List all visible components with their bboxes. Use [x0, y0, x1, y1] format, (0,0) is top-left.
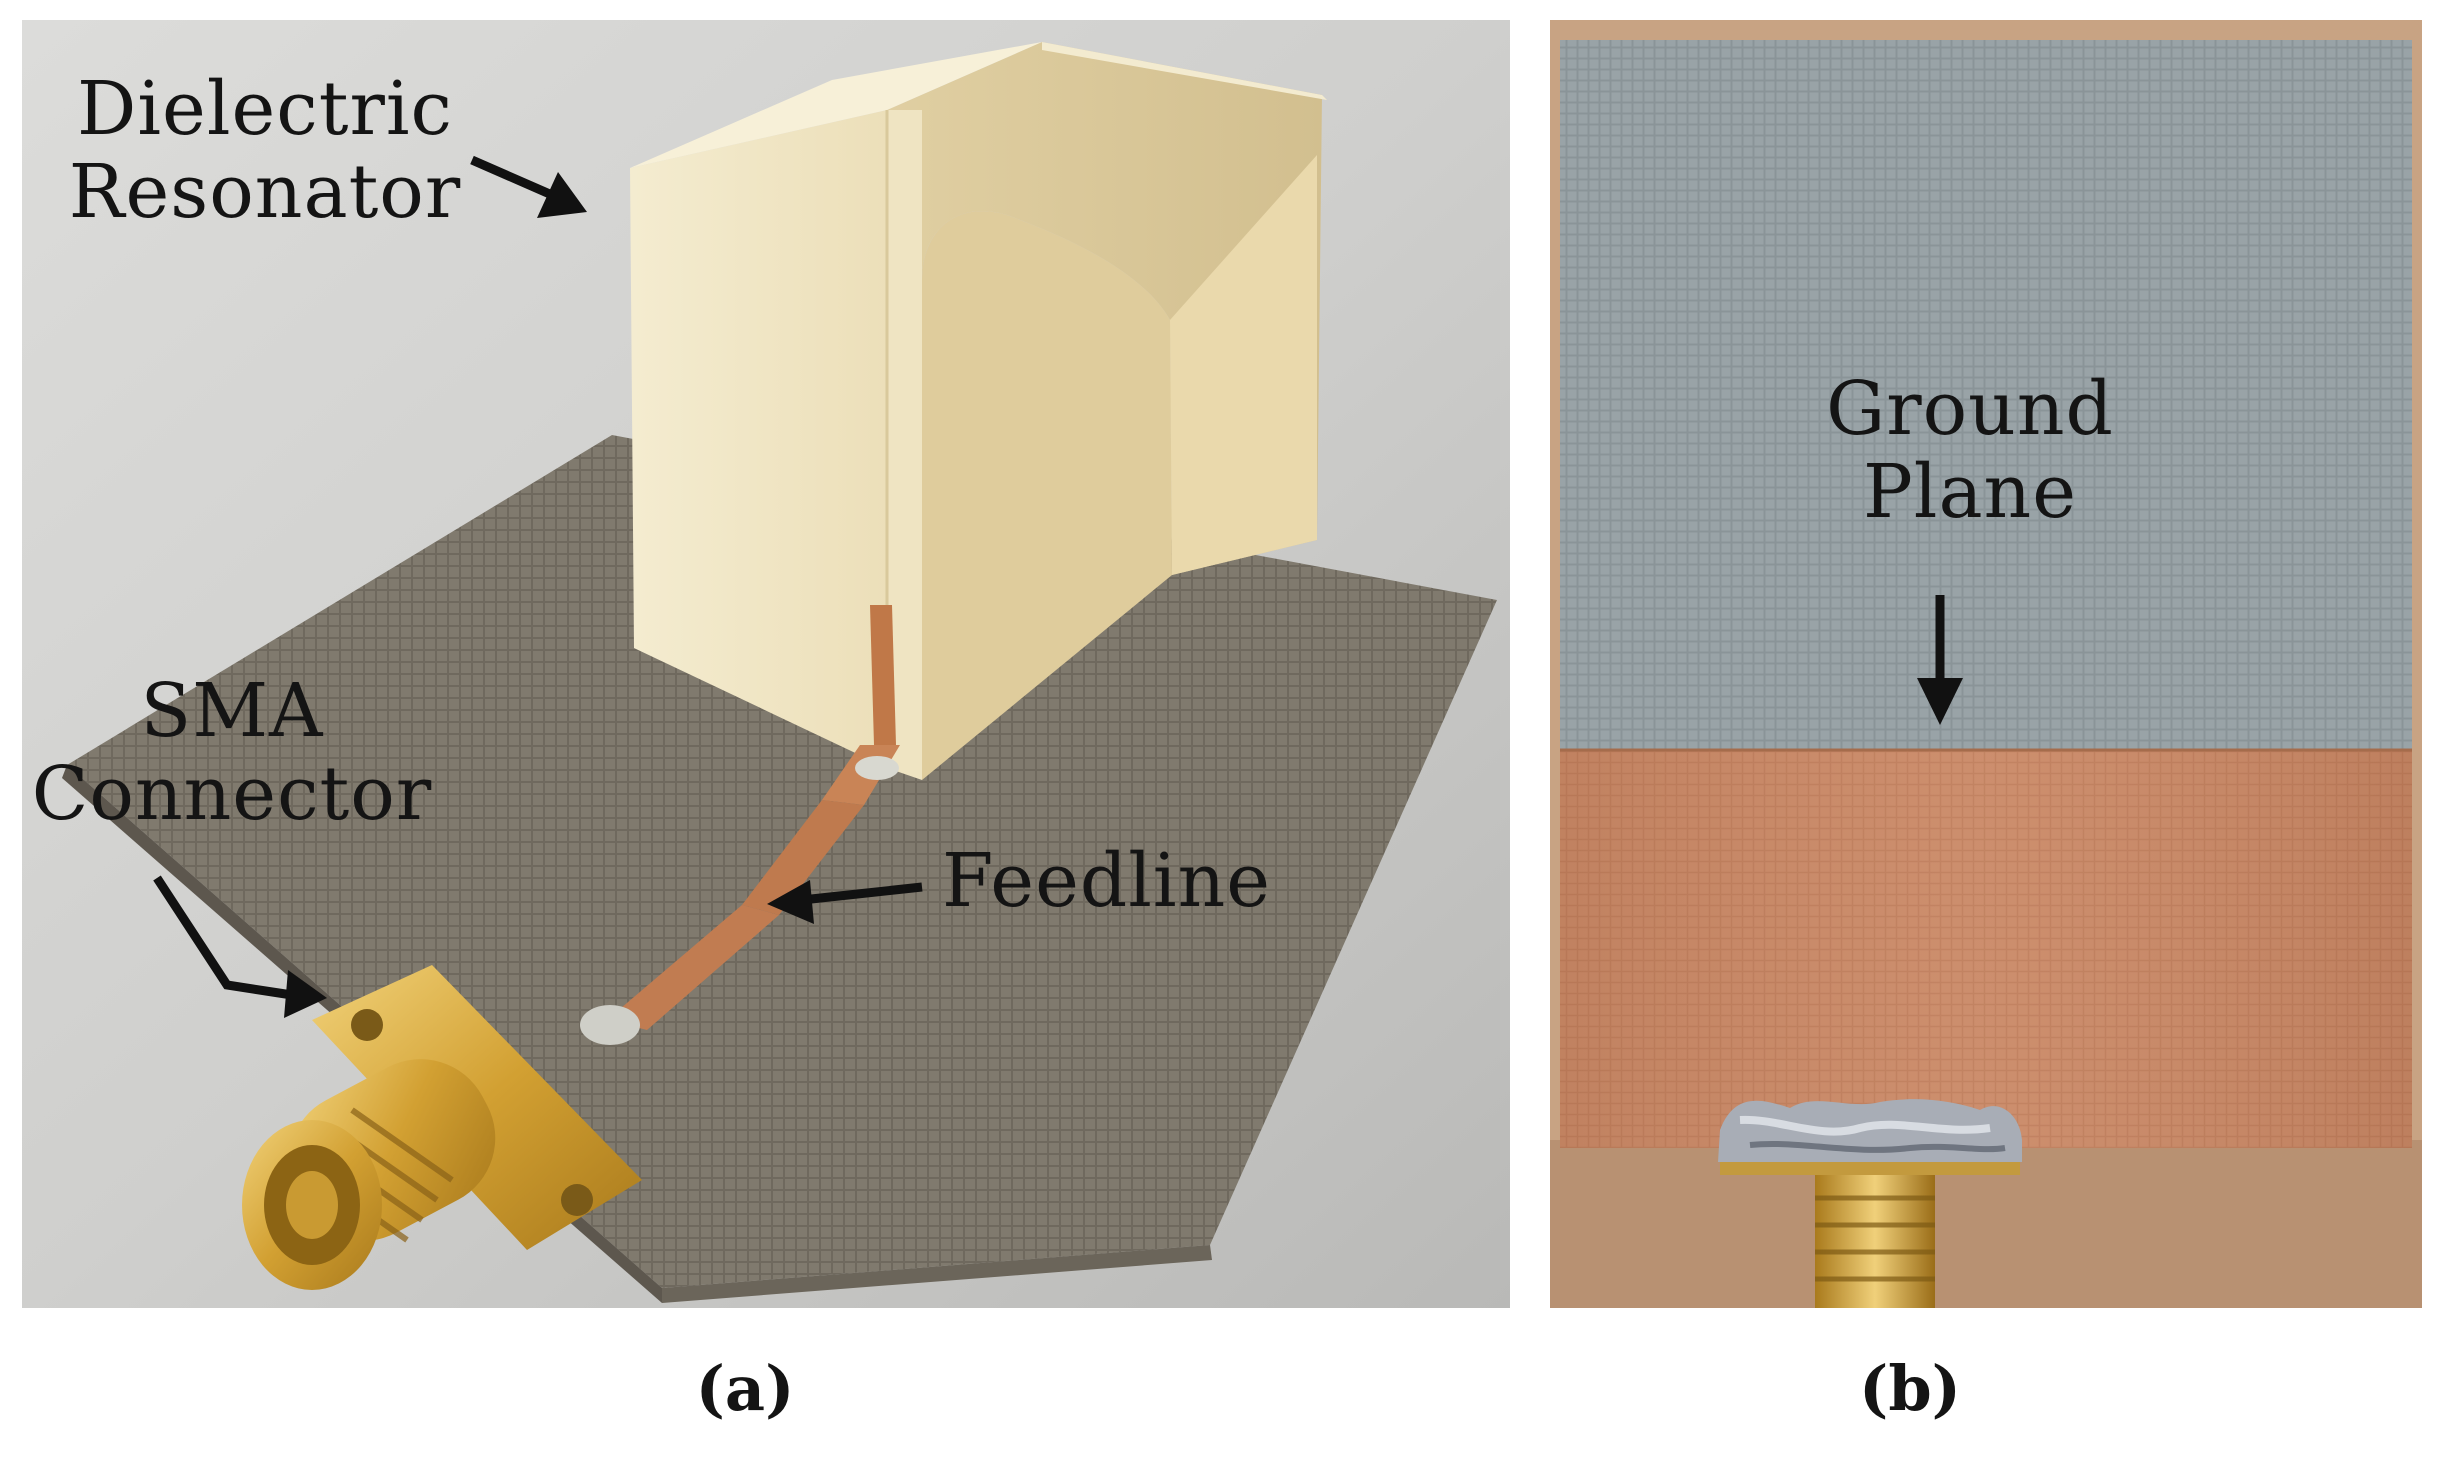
arrow-sma-connector — [153, 875, 327, 1018]
annotation-arrows — [153, 155, 923, 1018]
ground-plane-label: Ground Plane — [1760, 368, 2180, 534]
photo-panel-a: Dielectric Resonator SMA Connector Feedl… — [22, 20, 1510, 1308]
sma-connector-label-line2: Connector — [31, 750, 433, 837]
substrate-panel-b — [1560, 40, 2412, 750]
arrow-ground-plane — [1917, 595, 1963, 725]
dielectric-resonator-label-line1: Dielectric — [77, 66, 453, 152]
caption-a: (a) — [695, 1352, 795, 1425]
ground-plane-label-line1: Ground — [1826, 366, 2114, 452]
sma-connector-label: SMA Connector — [22, 670, 442, 836]
dielectric-resonator — [630, 42, 1327, 781]
dielectric-resonator-label: Dielectric Resonator — [50, 68, 480, 234]
substrate-edge-front — [662, 1245, 1212, 1303]
dielectric-resonator-label-line2: Resonator — [68, 148, 462, 235]
sma-connector-bottom — [1718, 1099, 2022, 1308]
sma-connector — [242, 965, 642, 1290]
arrow-feedline — [767, 880, 923, 924]
caption-b: (b) — [1858, 1352, 1962, 1425]
photo-panel-b: Ground Plane — [1550, 20, 2422, 1308]
copper-feedline — [580, 605, 900, 1045]
arrow-dielectric-resonator — [470, 155, 587, 218]
ground-plane-label-line2: Plane — [1862, 448, 2078, 535]
feedline-label: Feedline — [942, 838, 1272, 924]
sma-connector-label-line1: SMA — [140, 668, 324, 754]
antenna-photo-top-view — [22, 20, 1510, 1308]
ground-plane-photo — [1550, 20, 2422, 1308]
